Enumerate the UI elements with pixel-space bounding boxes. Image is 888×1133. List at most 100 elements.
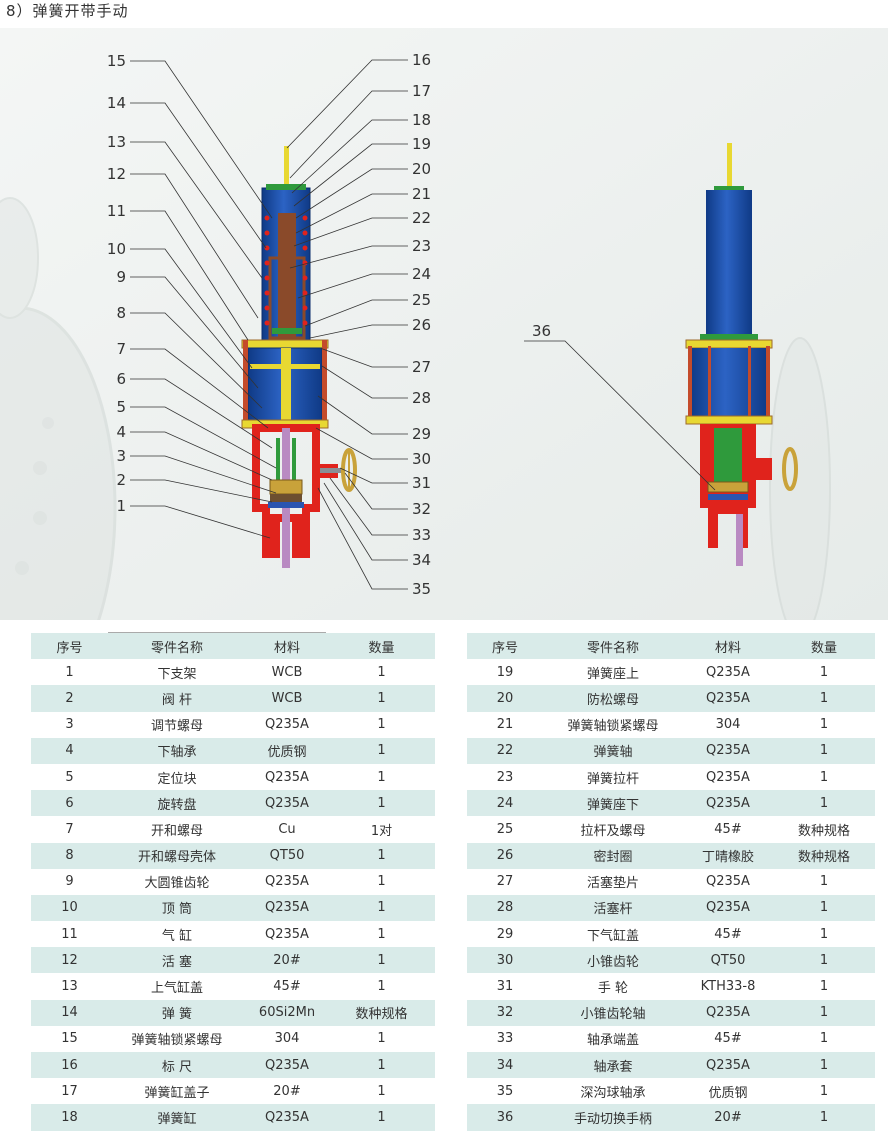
cell-no: 25 <box>467 816 543 843</box>
cell-qty: 数种规格 <box>773 842 875 869</box>
leader-line <box>130 348 269 429</box>
cell-no: 33 <box>467 1025 543 1052</box>
cell-no: 14 <box>31 999 108 1026</box>
table-header-row: 序号 零件名称 材料 数量 <box>31 633 435 660</box>
cell-material: 20# <box>246 947 328 974</box>
cell-material: Q235A <box>246 763 328 791</box>
cell-name: 活塞垫片 <box>543 868 683 895</box>
leader-line <box>130 60 273 219</box>
callout-number: 15 <box>107 52 126 70</box>
spring-coils <box>264 215 308 326</box>
cell-material: 60Si2Mn <box>246 999 328 1026</box>
cell-material: QT50 <box>246 842 328 869</box>
cell-material: Q235A <box>246 894 328 922</box>
cell-qty: 1 <box>328 685 435 712</box>
table-header-row: 序号 零件名称 材料 数量 <box>467 633 875 660</box>
cell-no: 13 <box>31 973 108 1000</box>
cell-name: 开和螺母 <box>108 816 246 843</box>
leader-line <box>130 248 253 369</box>
callout-number: 18 <box>412 111 431 129</box>
cell-no: 24 <box>467 790 543 817</box>
cell-name: 弹簧轴锁紧螺母 <box>543 711 683 738</box>
cell-no: 7 <box>31 816 108 843</box>
header-underline <box>108 632 326 633</box>
cell-no: 26 <box>467 842 543 869</box>
cell-material: WCB <box>246 685 328 712</box>
cell-material: WCB <box>246 659 328 686</box>
cell-no: 1 <box>31 659 108 686</box>
leader-line <box>130 378 273 449</box>
callout-number: 24 <box>412 265 431 283</box>
cell-qty: 1 <box>328 659 435 686</box>
cell-name: 弹簧缸 <box>108 1104 246 1131</box>
cell-no: 18 <box>31 1104 108 1131</box>
callout-number: 10 <box>107 240 126 258</box>
cell-material: 丁晴橡胶 <box>683 842 773 869</box>
leader-line <box>130 141 263 279</box>
leader-line <box>130 276 259 389</box>
header-name: 零件名称 <box>543 633 683 660</box>
cell-name: 上气缸盖 <box>108 973 246 1000</box>
cell-no: 11 <box>31 921 108 948</box>
cell-qty: 1 <box>773 921 875 948</box>
cell-qty: 1 <box>328 973 435 1000</box>
callout-number: 27 <box>412 358 431 376</box>
cell-no: 8 <box>31 842 108 869</box>
callout-number: 35 <box>412 580 431 598</box>
cell-qty: 1 <box>773 1078 875 1105</box>
cell-name: 手 轮 <box>543 973 683 1000</box>
cell-qty: 1 <box>328 711 435 738</box>
callout-number: 34 <box>412 551 431 569</box>
page-title: 8）弹簧开带手动 <box>6 2 129 20</box>
cell-name: 阀 杆 <box>108 685 246 712</box>
cell-name: 轴承套 <box>543 1052 683 1079</box>
callout-number: 26 <box>412 316 431 334</box>
cell-no: 22 <box>467 737 543 764</box>
cell-name: 小锥齿轮 <box>543 947 683 974</box>
cell-qty: 1 <box>773 1052 875 1079</box>
cell-no: 21 <box>467 711 543 738</box>
leader-line <box>339 467 408 484</box>
cell-material: Q235A <box>246 1052 328 1079</box>
cell-material: Q235A <box>246 921 328 948</box>
cell-qty: 1 <box>773 737 875 764</box>
cell-qty: 1 <box>328 1025 435 1052</box>
cell-material: 优质钢 <box>246 737 328 764</box>
leader-line <box>291 119 408 194</box>
cell-qty: 1 <box>328 790 435 817</box>
leader-line <box>321 365 408 399</box>
cell-name: 轴承端盖 <box>543 1025 683 1052</box>
cell-material: 45# <box>246 973 328 1000</box>
cell-material: Q235A <box>683 1052 773 1079</box>
cell-material: Q235A <box>683 659 773 686</box>
cell-material: Cu <box>246 816 328 843</box>
cell-material: Q235A <box>246 711 328 738</box>
leader-line <box>130 455 277 494</box>
cell-no: 10 <box>31 894 108 922</box>
leader-line <box>130 102 267 249</box>
cell-name: 小锥齿轮轴 <box>543 999 683 1026</box>
diagram-background <box>0 28 888 620</box>
callout-number: 17 <box>412 82 431 100</box>
cell-qty: 1 <box>773 868 875 895</box>
cell-material: QT50 <box>683 947 773 974</box>
cell-qty: 1 <box>328 737 435 764</box>
cell-no: 32 <box>467 999 543 1026</box>
header-qty: 数量 <box>328 633 435 660</box>
cell-qty: 1 <box>773 999 875 1026</box>
leader-line <box>286 59 408 149</box>
cell-name: 弹簧轴锁紧螺母 <box>108 1025 246 1052</box>
cell-qty: 1 <box>773 973 875 1000</box>
